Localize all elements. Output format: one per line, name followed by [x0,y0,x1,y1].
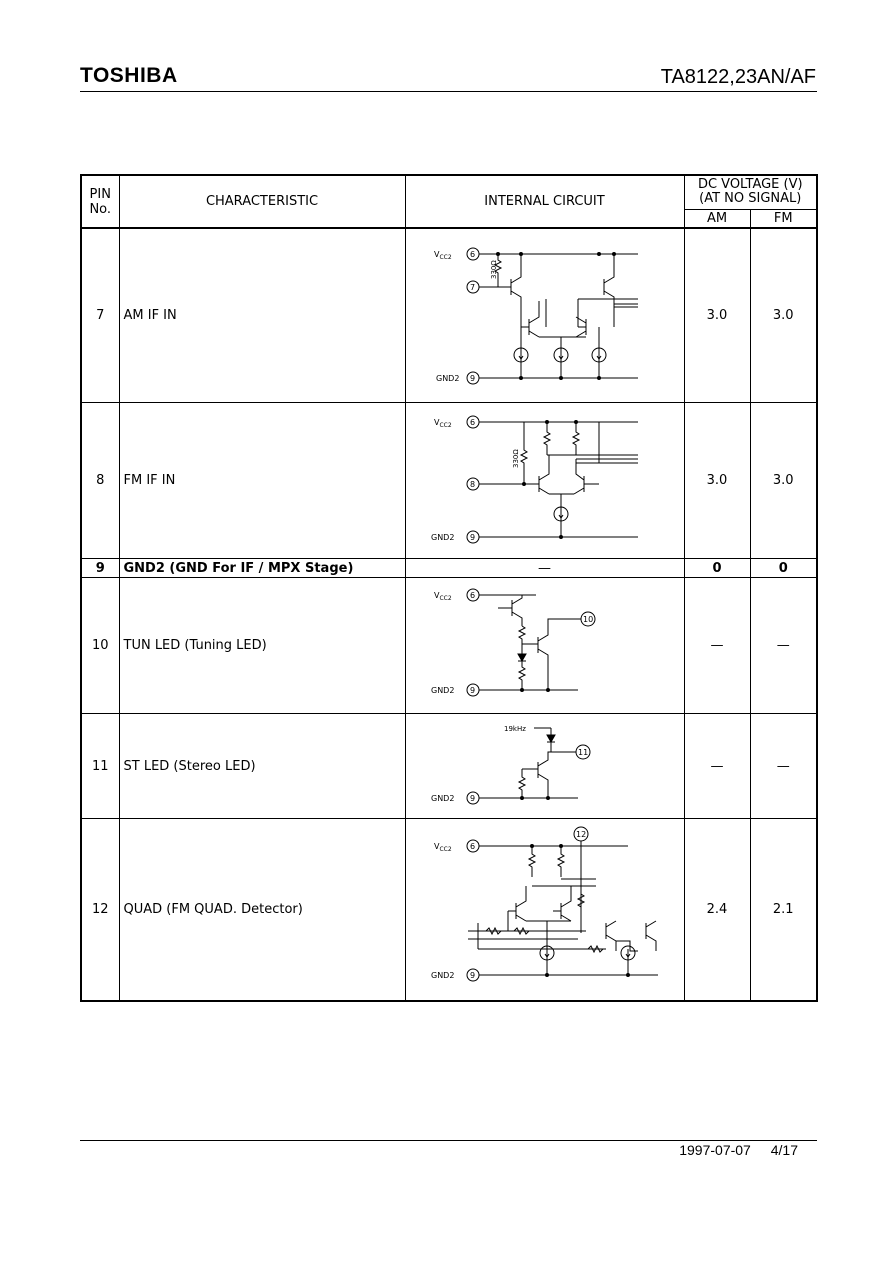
header-rule [80,91,817,92]
footer: 1997-07-07 4/17 [663,1142,798,1158]
dc-voltage-am: 3.0 [683,402,751,559]
svg-text:10: 10 [583,615,593,624]
col-circuit-header: INTERNAL CIRCUIT [404,174,685,229]
dc-voltage-am: — [683,713,751,819]
table-row: 7 AM IF IN VCC2 6 7 9 GND2 330Ω [80,227,818,403]
svg-text:330Ω: 330Ω [512,449,520,468]
dc-voltage-fm: 2.1 [749,818,818,1002]
internal-circuit-diagram: VCC2 6 8 9 GND2 330Ω [404,402,685,559]
svg-text:VCC2: VCC2 [434,250,452,261]
pin-characteristic: AM IF IN [118,227,406,403]
svg-text:VCC2: VCC2 [434,842,452,853]
col-fm-header: FM [749,208,818,229]
svg-text:GND2: GND2 [431,533,454,542]
table-row: 9 GND2 (GND For IF / MPX Stage) — 0 0 [80,558,818,578]
svg-text:6: 6 [470,418,475,427]
dc-voltage-fm: 3.0 [749,402,818,559]
col-characteristic-header: CHARACTERISTIC [118,174,406,229]
internal-circuit-dash: — [404,558,685,578]
pin-characteristic: ST LED (Stereo LED) [118,713,406,819]
col-dc-voltage-header: DC VOLTAGE (V)(AT NO SIGNAL) [683,174,818,210]
svg-text:12: 12 [576,830,586,839]
svg-text:6: 6 [470,591,475,600]
svg-text:19kHz: 19kHz [504,725,526,733]
svg-text:6: 6 [470,842,475,851]
internal-circuit-diagram: 19kHz 11 9 GND2 [404,713,685,819]
footer-date: 1997-07-07 [679,1142,751,1158]
dc-voltage-fm: — [749,577,818,714]
svg-text:VCC2: VCC2 [434,591,452,602]
footer-rule [80,1140,817,1141]
svg-text:9: 9 [470,794,475,803]
svg-text:9: 9 [470,374,475,383]
svg-text:6: 6 [470,250,475,259]
toshiba-logo: TOSHIBA [80,64,178,87]
dc-voltage-am: — [683,577,751,714]
footer-page: 4/17 [770,1142,798,1158]
dc-voltage-fm: — [749,713,818,819]
svg-text:9: 9 [470,971,475,980]
pin-number: 10 [80,577,120,714]
dc-voltage-am: 3.0 [683,227,751,403]
table-row: 11 ST LED (Stereo LED) 19kHz 11 9 GND2 —… [80,713,818,819]
svg-text:GND2: GND2 [431,794,454,803]
part-number: TA8122,23AN/AF [660,66,816,88]
svg-text:9: 9 [470,686,475,695]
pin-number: 8 [80,402,120,559]
dc-voltage-fm: 0 [749,558,818,578]
svg-text:7: 7 [470,283,475,292]
internal-circuit-diagram: VCC2 6 10 9 GND2 [404,577,685,714]
svg-text:11: 11 [578,748,588,757]
svg-text:GND2: GND2 [431,686,454,695]
pin-characteristic: FM IF IN [118,402,406,559]
pin-characteristic: QUAD (FM QUAD. Detector) [118,818,406,1002]
table-row: 12 QUAD (FM QUAD. Detector) VCC2 6 12 9 … [80,818,818,1002]
internal-circuit-diagram: VCC2 6 12 9 GND2 [404,818,685,1002]
pin-number: 11 [80,713,120,819]
dc-voltage-am: 2.4 [683,818,751,1002]
pin-characteristic: TUN LED (Tuning LED) [118,577,406,714]
pin-characteristic: GND2 (GND For IF / MPX Stage) [118,558,406,578]
table-row: 8 FM IF IN VCC2 6 8 9 GND2 330Ω [80,402,818,559]
svg-text:330Ω: 330Ω [490,260,498,279]
dc-voltage-am: 0 [683,558,751,578]
pin-number: 7 [80,227,120,403]
svg-text:GND2: GND2 [431,971,454,980]
col-am-header: AM [683,208,751,229]
dc-voltage-fm: 3.0 [749,227,818,403]
pin-number: 9 [80,558,120,578]
svg-text:GND2: GND2 [436,374,459,383]
table-row: 10 TUN LED (Tuning LED) VCC2 6 10 9 GND2… [80,577,818,714]
pin-number: 12 [80,818,120,1002]
svg-text:VCC2: VCC2 [434,418,452,429]
svg-text:8: 8 [470,480,475,489]
internal-circuit-diagram: VCC2 6 7 9 GND2 330Ω [404,227,685,403]
svg-text:9: 9 [470,533,475,542]
